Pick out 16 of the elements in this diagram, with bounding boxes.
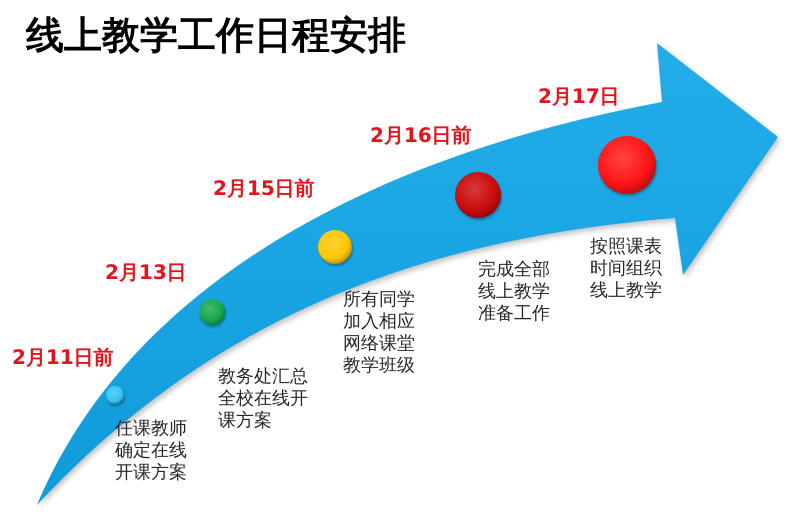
diagram-title: 线上教学工作日程安排	[26, 12, 406, 58]
milestone-dot	[318, 230, 352, 264]
milestone-dot	[106, 386, 124, 404]
date-label: 2月16日前	[370, 123, 472, 147]
step-description: 所有同学加入相应网络课堂教学班级	[343, 289, 416, 377]
step-description: 任课教师确定在线开课方案	[115, 418, 188, 484]
milestone-dot	[598, 136, 656, 194]
step-description: 完成全部线上教学准备工作	[478, 259, 551, 325]
date-label: 2月15日前	[213, 176, 315, 200]
date-label: 2月17日	[538, 84, 620, 108]
step-description: 按照课表时间组织线上教学	[590, 236, 663, 302]
date-label: 2月11日前	[12, 345, 114, 369]
milestone-dot	[199, 299, 225, 325]
date-label: 2月13日	[105, 260, 187, 284]
step-description: 教务处汇总全校在线开课方案	[218, 366, 309, 432]
milestone-dot	[455, 172, 501, 218]
